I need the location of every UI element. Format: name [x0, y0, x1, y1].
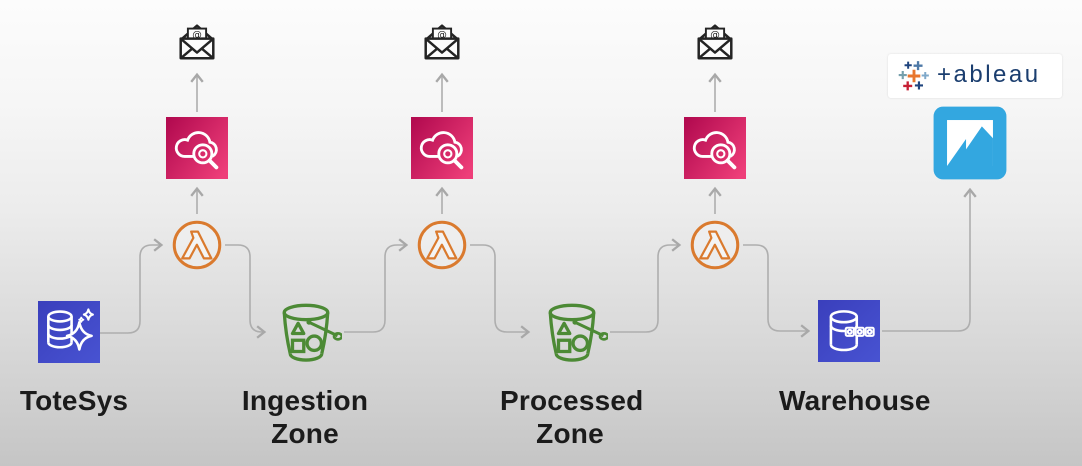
cloudwatch-icon: [166, 117, 228, 179]
totesys-label: ToteSys: [19, 385, 129, 416]
tableau-plus-cluster-icon: [898, 61, 929, 91]
tableau-logo: +ableau: [888, 54, 1062, 98]
warehouse-label: Warehouse: [779, 385, 931, 416]
tableau-wordmark: +ableau: [937, 61, 1041, 88]
tableau-app-icon: [932, 105, 1008, 181]
lambda-icon: [414, 217, 470, 273]
cloudwatch-icon: [411, 117, 473, 179]
lambda-icon: [687, 217, 743, 273]
email-notification-icon: [419, 19, 465, 65]
totesys-database-icon: [38, 301, 100, 363]
email-notification-icon: [692, 19, 738, 65]
ingestion-zone-label: Ingestion Zone: [241, 385, 369, 449]
email-notification-icon: [174, 19, 220, 65]
processed-zone-label: Processed Zone: [500, 385, 644, 449]
lambda-icon: [169, 217, 225, 273]
cloudwatch-icon: [684, 117, 746, 179]
warehouse-database-icon: [818, 300, 880, 362]
s3-bucket-icon-ingestion: [270, 296, 342, 368]
s3-bucket-icon-processed: [536, 296, 608, 368]
